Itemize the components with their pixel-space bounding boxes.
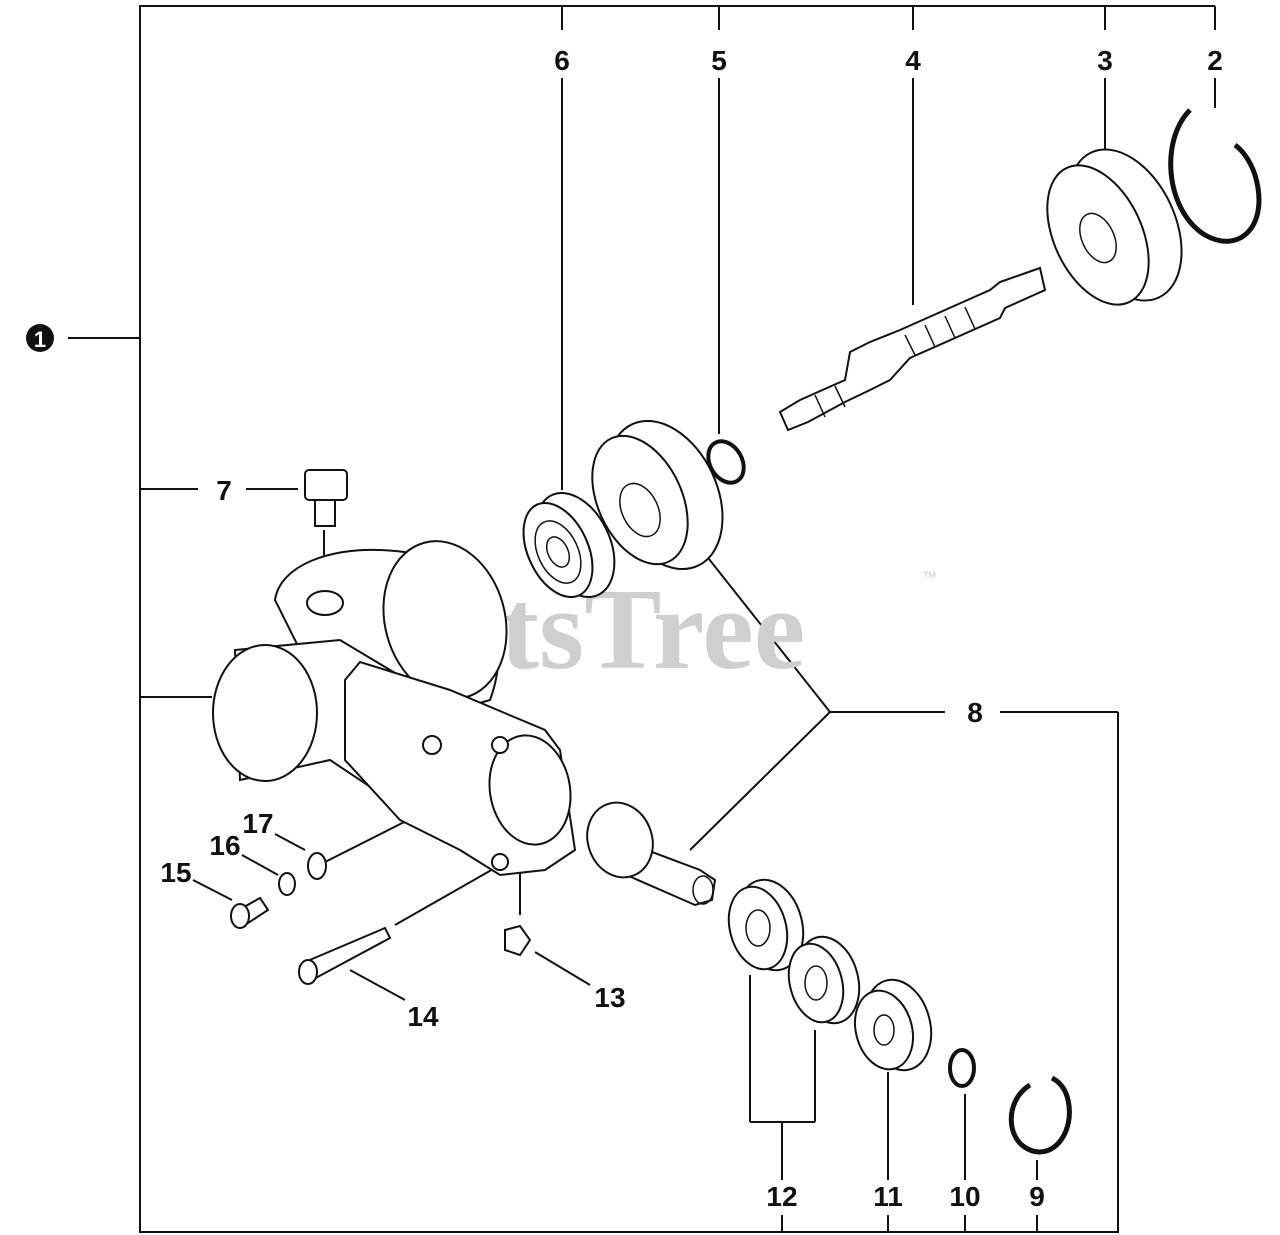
callout-6: 6 (554, 45, 570, 76)
bearing-part-6-balls (534, 520, 582, 584)
callout-2: 2 (1207, 45, 1223, 76)
shaft-spline-3 (944, 315, 956, 339)
leader-15 (192, 879, 233, 901)
shaft-spline-2 (924, 324, 936, 348)
leader-17 (274, 833, 306, 851)
bearing-part-11-front (854, 989, 914, 1071)
housing-hole-side (422, 735, 442, 755)
circlip-large-part (1168, 108, 1262, 244)
bearing-part-3-front (1046, 164, 1150, 306)
callout-11: 11 (873, 1181, 903, 1212)
callout-15: 15 (160, 857, 191, 888)
pinion-gear (586, 801, 654, 879)
tab-washer-part-13 (504, 924, 532, 957)
bearing-part-12b-bore (804, 965, 828, 1001)
callout-4: 4 (905, 45, 921, 76)
bolt-part-7-shank (314, 499, 336, 527)
bearing-part-12a-bore (745, 909, 771, 947)
screw-part-15-head (230, 903, 250, 929)
shaft-spline-5 (814, 394, 826, 418)
housing-tube-opening (488, 734, 572, 846)
bolt-part-7-head (304, 469, 348, 501)
assembly-marker-circle (26, 324, 54, 352)
leader-8-down (689, 711, 831, 851)
callout-9: 9 (1029, 1181, 1045, 1212)
shaft-spline-6 (834, 385, 846, 408)
long-screw-head (298, 959, 318, 985)
housing-hole-lower (491, 853, 509, 871)
bearing-part-12b-front (787, 942, 845, 1024)
callout-13: 13 (594, 982, 625, 1013)
pinion-shaft-end (692, 875, 714, 905)
shaft-spline-4 (964, 306, 976, 330)
watermark-tm: ™ (922, 569, 937, 586)
callout-10: 10 (949, 1181, 980, 1212)
callout-8: 8 (967, 697, 983, 728)
circlip-small-part-10 (948, 1048, 976, 1088)
circlip-small-part-5 (706, 439, 746, 485)
bearing-part-3-bore (1079, 212, 1117, 264)
callout-7: 7 (216, 475, 232, 506)
callout-12: 12 (766, 1181, 797, 1212)
leader-14 (349, 969, 406, 1001)
leader-13 (534, 951, 591, 986)
bearing-part-6-bore (545, 536, 571, 568)
washer-part-17 (307, 852, 327, 880)
assembly-marker-label: 1 (34, 327, 46, 352)
bearing-part-11-bore (873, 1014, 895, 1046)
callout-16: 16 (209, 830, 240, 861)
callout-17: 17 (242, 808, 273, 839)
leader-8-up (704, 553, 831, 713)
circlip-part-9 (1008, 1075, 1072, 1155)
callout-3: 3 (1097, 45, 1113, 76)
gear-upper-bore (619, 482, 661, 538)
gear-upper-front (591, 434, 689, 566)
shaft-spline-1 (904, 334, 916, 356)
bearing-part-6-front (522, 501, 594, 599)
callout-5: 5 (711, 45, 727, 76)
callout-14: 14 (407, 1001, 439, 1032)
washer-part-16 (278, 872, 296, 896)
housing-end-cap (212, 644, 318, 782)
housing-boss (306, 590, 344, 616)
leader-16 (241, 854, 279, 876)
leader-14-up (394, 867, 496, 926)
housing-hole-upper (491, 736, 509, 754)
bearing-part-12a-front (727, 885, 789, 971)
